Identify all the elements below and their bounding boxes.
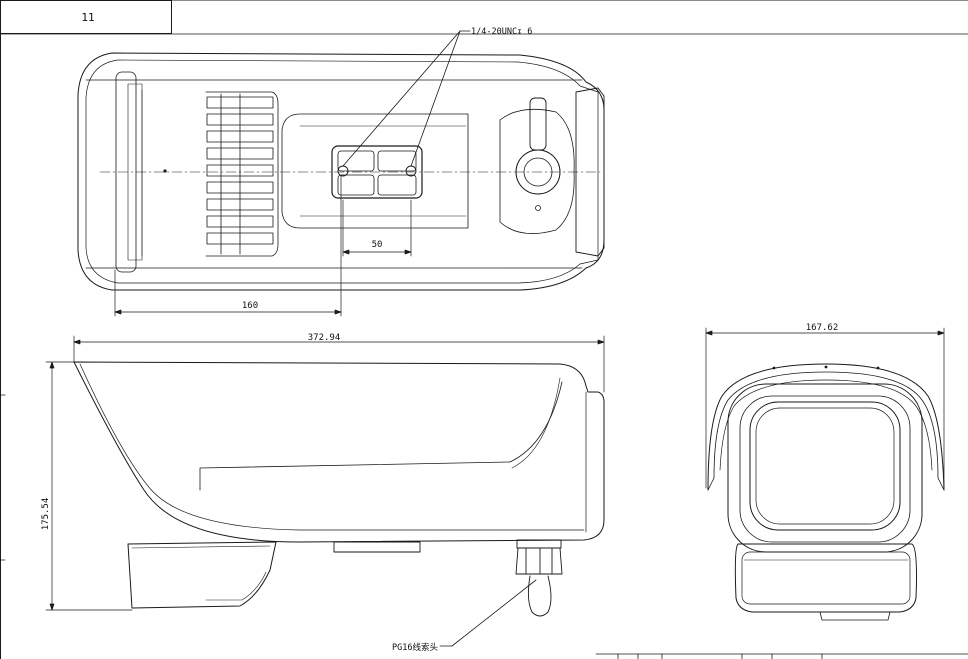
front-sunshield (707, 363, 945, 491)
dim-rear-to-mount-label: 160 (242, 301, 258, 311)
bracket-joint (499, 97, 575, 234)
dim-mount-spacing-label: 50 (372, 240, 383, 250)
top-view: 1/4-20UNC↧ 6 50 160 (77, 27, 605, 317)
title-block-text: 11 (81, 11, 94, 24)
dim-overall-length-label: 372.94 (308, 333, 341, 343)
housing-outline (77, 52, 605, 291)
cable-gland-callout: PG16线索头 (392, 642, 438, 653)
cable-gland (515, 539, 563, 617)
thread-callout: 1/4-20UNC↧ 6 (471, 27, 532, 37)
bottom-table-edge (595, 653, 968, 659)
dim-overall-width (705, 327, 945, 489)
title-block: 11 (0, 0, 172, 34)
side-housing (73, 361, 605, 543)
dim-overall-height (45, 361, 133, 611)
dim-overall-width-label: 167.62 (806, 323, 839, 333)
front-view: 167.62 (705, 323, 945, 621)
dim-rear-to-mount (114, 175, 342, 317)
dim-overall-length (73, 335, 605, 393)
dim-overall-height-label: 175.54 (41, 498, 51, 531)
side-view: PG16线索头 372.94 175.54 (41, 333, 605, 653)
dim-mount-spacing (342, 199, 412, 257)
heatsink-fins (205, 91, 279, 257)
